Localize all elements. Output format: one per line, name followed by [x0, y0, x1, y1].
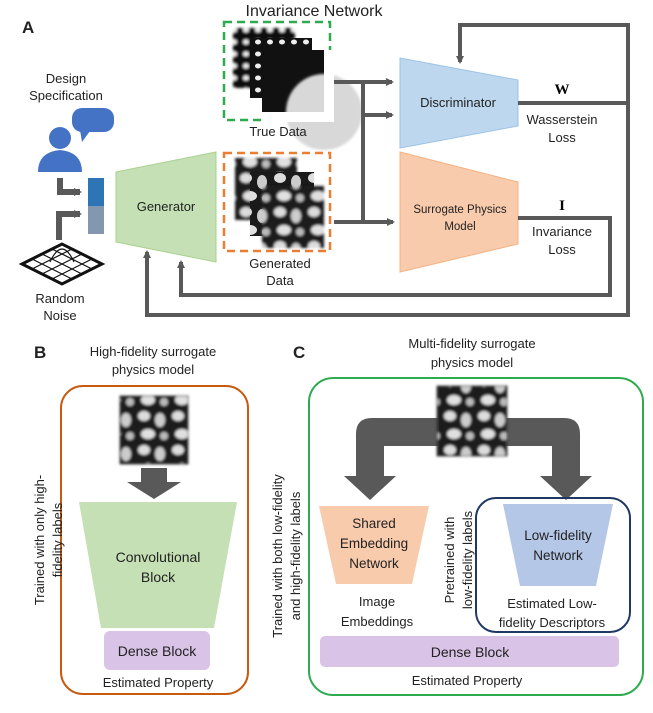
- latent-noise-segment: [88, 206, 104, 234]
- random-noise-label-1: Random: [35, 291, 84, 306]
- shared-label-1: Shared: [352, 516, 396, 531]
- panel-c-dense-label: Dense Block: [431, 644, 511, 660]
- panel-b-dense-label: Dense Block: [118, 643, 198, 659]
- speech-bubble-icon: [72, 108, 114, 142]
- discriminator-block: [399, 57, 519, 149]
- panel-c-input-image: [436, 385, 508, 457]
- panel-c-output-label: Estimated Property: [412, 673, 523, 688]
- latent-spec-segment: [88, 178, 104, 206]
- design-spec-label-2: Specification: [29, 88, 103, 103]
- wasserstein-symbol: W: [555, 82, 570, 98]
- shared-label-3: Network: [349, 556, 399, 571]
- conv-block: [79, 502, 237, 628]
- invariance-loss-label-2: Loss: [548, 242, 576, 257]
- design-spec-label-1: Design: [46, 71, 86, 86]
- lowfi-label-2: Network: [533, 548, 583, 563]
- generator-block: [115, 151, 217, 263]
- data-flow-arrows: [334, 78, 395, 226]
- person-icon: [38, 127, 82, 172]
- pretrained-label-1: Pretrained with: [442, 517, 457, 604]
- panel-b-title-2: physics model: [112, 362, 194, 377]
- panel-c-branch-arrows: [344, 418, 592, 500]
- invariance-network-title: Invariance Network: [246, 3, 384, 20]
- invariance-symbol: I: [559, 198, 565, 214]
- panel-c-title-1: Multi-fidelity surrogate: [408, 336, 535, 351]
- surrogate-label-2: Model: [444, 221, 475, 233]
- lowfi-output-label-2: fidelity Descriptors: [499, 615, 606, 630]
- wasserstein-loss-label-2: Loss: [548, 130, 576, 145]
- panel-b-label: B: [34, 343, 46, 362]
- generated-data-box: [222, 151, 332, 253]
- surrogate-label-1: Surrogate Physics: [413, 204, 507, 216]
- image-embeddings-label-2: Embeddings: [341, 614, 414, 629]
- panel-c-dense-block: [320, 636, 619, 667]
- feedback-loops: [143, 23, 630, 317]
- panel-b-input-image: [119, 395, 189, 465]
- true-data-box: [222, 20, 332, 122]
- invariance-loss-label-1: Invariance: [532, 224, 592, 239]
- panel-c-label: C: [293, 343, 305, 362]
- true-data-image-3: [262, 50, 362, 150]
- true-data-label: True Data: [249, 124, 307, 139]
- panel-a-label: A: [22, 18, 34, 37]
- conv-block-label-2: Block: [141, 569, 176, 585]
- panel-c-title-2: physics model: [431, 355, 513, 370]
- random-noise-label-2: Noise: [43, 308, 76, 323]
- wasserstein-loss-label-1: Wasserstein: [526, 112, 597, 127]
- lowfi-label-1: Low-fidelity: [524, 528, 592, 543]
- lowfi-network-block: [503, 504, 613, 586]
- lowfi-container: [475, 497, 631, 633]
- panel-b-dense-block: [104, 631, 210, 670]
- panel-b-down-arrow: [127, 468, 181, 499]
- shared-embedding-block: [319, 506, 429, 584]
- panel-b-container: [60, 385, 249, 695]
- panel-b-title-1: High-fidelity surrogate: [90, 344, 216, 359]
- panel-c-side-label-2: and high-fidelity labels: [288, 491, 303, 620]
- random-noise-mesh-icon: [18, 242, 106, 286]
- conv-block-label-1: Convolutional: [116, 549, 201, 565]
- panel-b-side-label-2: fidelity labels: [50, 502, 65, 577]
- generated-data-label-1: Generated: [249, 256, 310, 271]
- noise-arrow: [56, 210, 82, 240]
- generated-data-image-3: [262, 186, 324, 248]
- generator-label: Generator: [137, 199, 196, 214]
- lowfi-output-label-1: Estimated Low-: [507, 596, 597, 611]
- panel-b-side-label-1: Trained with only high-: [32, 475, 47, 605]
- image-embeddings-label-1: Image: [359, 594, 395, 609]
- shared-label-2: Embedding: [340, 536, 408, 551]
- spec-arrow: [57, 178, 82, 196]
- pretrained-label-2: low-fidelity labels: [460, 510, 475, 609]
- surrogate-physics-block: [399, 151, 519, 273]
- panel-c-container: [308, 377, 644, 696]
- panel-b-output-label: Estimated Property: [103, 675, 214, 690]
- panel-c-side-label-1: Trained with both low-fidelity: [270, 474, 285, 638]
- discriminator-label: Discriminator: [420, 95, 497, 110]
- generated-data-label-2: Data: [266, 273, 294, 288]
